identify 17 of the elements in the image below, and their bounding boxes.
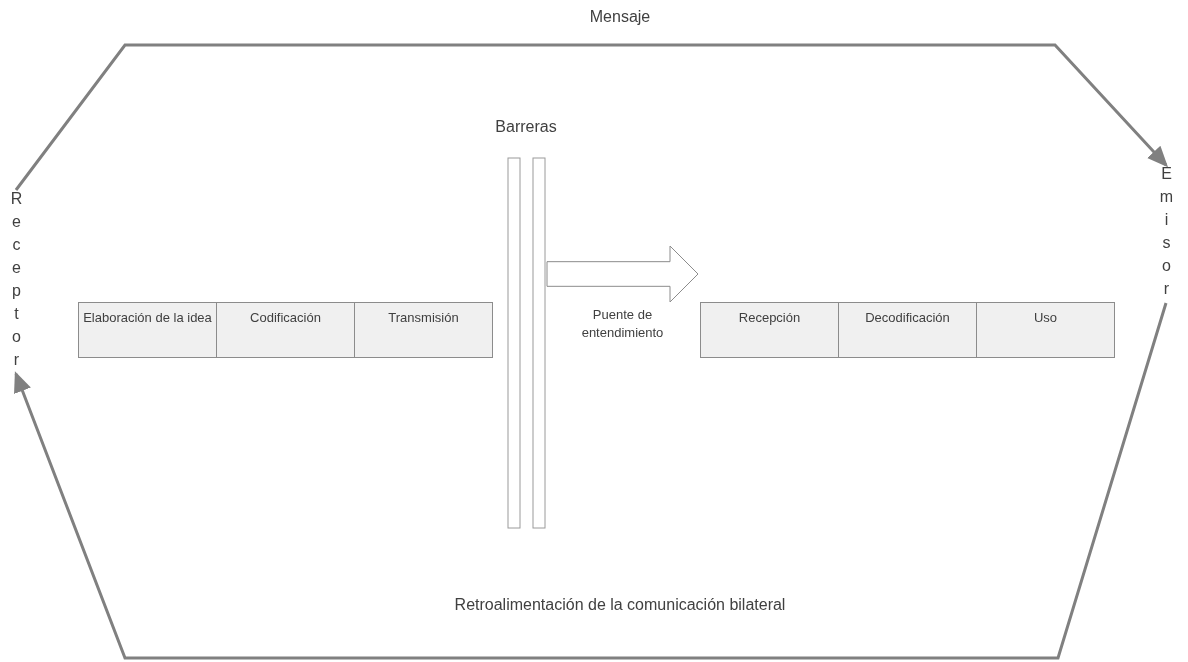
barrier-bar	[507, 157, 521, 529]
process-step-cell: Decodificación	[838, 302, 977, 358]
barrier-bar	[532, 157, 546, 529]
process-step-cell: Elaboración de la idea	[78, 302, 217, 358]
edge-label: Puente de entendimiento	[580, 306, 665, 343]
arrow	[14, 302, 1168, 660]
edge-label: Retroalimentación de la comunicación bilateral	[454, 596, 786, 614]
vertical-label: Receptor	[8, 190, 24, 374]
edge-label: Mensaje	[589, 8, 651, 26]
block-arrow	[546, 245, 699, 303]
process-step-cell: Transmisión	[354, 302, 493, 358]
process-step-cell: Codificación	[216, 302, 355, 358]
process-step-cell: Recepción	[700, 302, 839, 358]
section-heading: Barreras	[495, 118, 557, 136]
vertical-label: Emisor	[1158, 165, 1174, 303]
arrow	[14, 43, 1169, 191]
process-step-cell: Uso	[976, 302, 1115, 358]
